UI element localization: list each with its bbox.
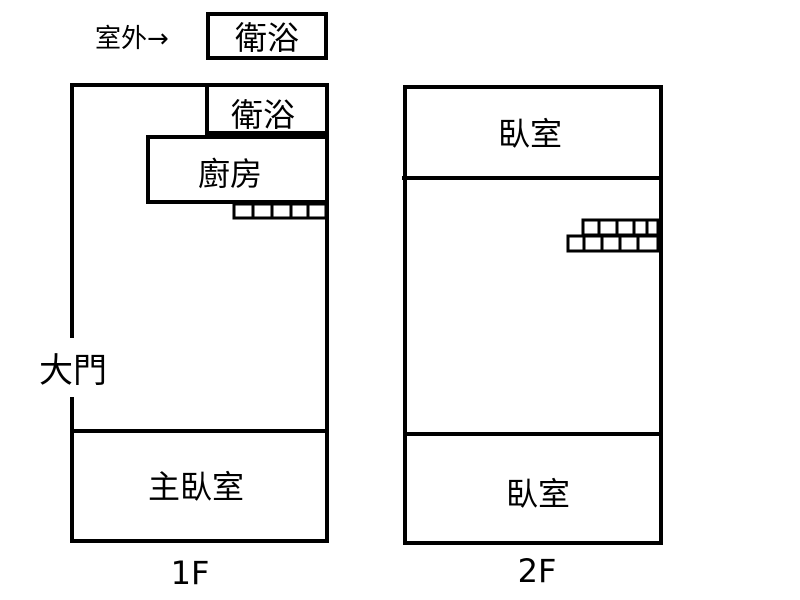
stairs-1f	[232, 202, 328, 220]
outdoor-label: 室外→	[95, 24, 169, 54]
floor-2-label: 2F	[518, 552, 557, 590]
master-bedroom-label: 主臥室	[148, 468, 244, 506]
bedroom-bottom-label: 臥室	[506, 475, 570, 513]
stairs-2f	[566, 218, 660, 253]
outdoor-bathroom-box	[206, 12, 328, 60]
bathroom-label: 衛浴	[231, 96, 295, 134]
kitchen-wall	[146, 135, 329, 204]
floor-1-label: 1F	[171, 554, 210, 592]
bedroom-top-label: 臥室	[498, 115, 562, 153]
floor-2: 臥室 臥室 2F	[402, 85, 663, 590]
kitchen-label: 廚房	[198, 155, 262, 193]
floor-2-outline	[403, 85, 663, 545]
outdoor-bathroom-label: 衛浴	[235, 19, 299, 57]
bathroom-wall	[205, 85, 327, 135]
floor-1: 衛浴 廚房 主臥室 大門 1F	[39, 83, 329, 592]
main-door-label: 大門	[39, 351, 107, 391]
floor-1-outline	[70, 83, 329, 543]
